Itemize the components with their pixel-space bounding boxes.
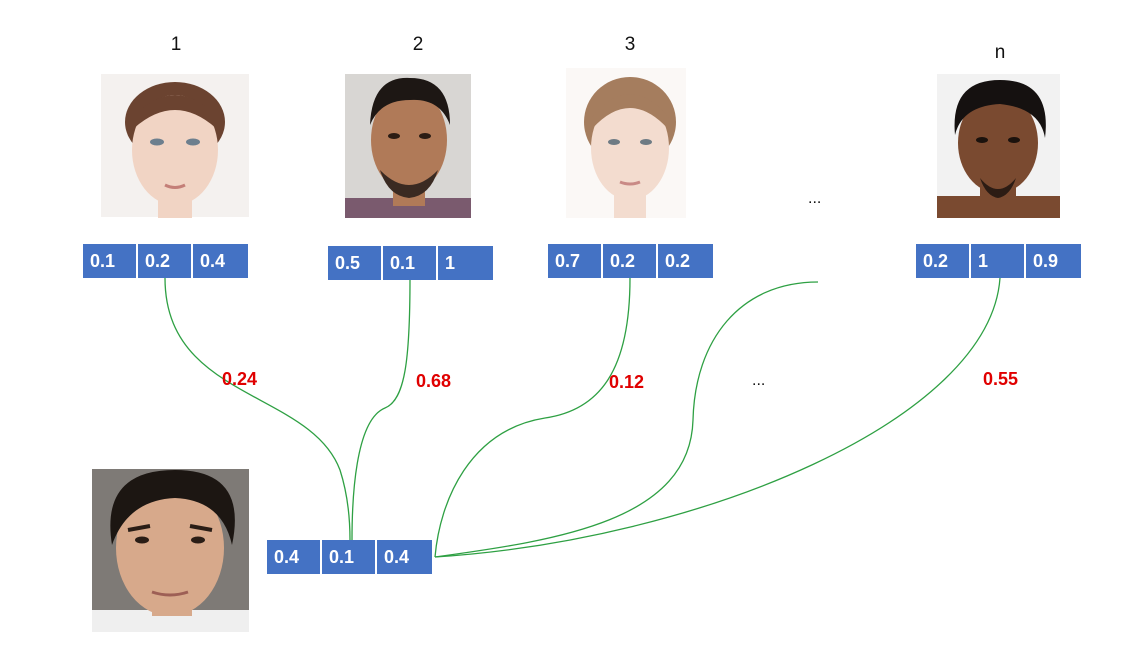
query-face-image <box>92 469 249 632</box>
vector-cell: 0.1 <box>83 244 138 278</box>
similarity-score-1: 0.24 <box>222 369 258 389</box>
vector-cell: 0.2 <box>138 244 193 278</box>
similarity-score-2: 0.68 <box>416 371 452 391</box>
connector-3 <box>434 277 631 558</box>
vector-cell: 1 <box>971 244 1026 278</box>
query-embedding-vector: 0.4 0.1 0.4 <box>267 540 432 574</box>
vector-cell: 0.4 <box>200 251 226 271</box>
face-2-image <box>345 74 471 218</box>
vector-cell: 0.1 <box>383 246 438 280</box>
face-1-image <box>101 74 249 218</box>
connector-lines <box>164 277 1001 558</box>
vector-cell: 0.4 <box>384 547 410 567</box>
ellipsis-faces: ... <box>808 190 822 207</box>
index-label-2: 2 <box>412 34 424 55</box>
vector-cell: 0.2 <box>665 251 691 271</box>
embedding-vector-3: 0.7 0.2 0.2 <box>548 244 713 278</box>
connector-n <box>434 277 1001 558</box>
embedding-vector-n: 0.2 1 0.9 <box>916 244 1081 278</box>
embedding-vector-2: 0.5 0.1 1 <box>328 246 493 280</box>
similarity-score-3: 0.12 <box>609 372 645 392</box>
vector-cell: 1 <box>445 253 456 273</box>
vector-cell: 0.2 <box>916 244 971 278</box>
vector-cell: 0.9 <box>1033 251 1059 271</box>
connector-ellipsis <box>434 281 819 558</box>
vector-cell: 0.2 <box>603 244 658 278</box>
vector-cell: 0.7 <box>548 244 603 278</box>
index-label-3: 3 <box>624 34 636 55</box>
vector-cell: 0.5 <box>328 246 383 280</box>
connector-2 <box>351 277 411 541</box>
similarity-score-n: 0.55 <box>983 369 1019 389</box>
face-3-image <box>566 68 686 218</box>
embedding-vector-1: 0.1 0.2 0.4 <box>83 244 248 278</box>
index-label-n: n <box>994 42 1006 63</box>
index-label-1: 1 <box>170 34 182 55</box>
ellipsis-scores: ... <box>752 372 766 389</box>
vector-cell: 0.1 <box>322 540 377 574</box>
connector-1 <box>164 277 351 541</box>
vector-cell: 0.4 <box>267 540 322 574</box>
face-n-image <box>937 74 1060 218</box>
